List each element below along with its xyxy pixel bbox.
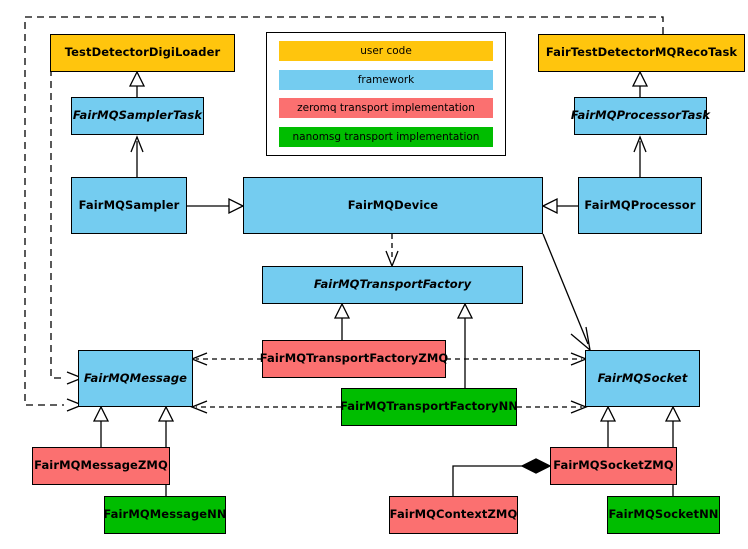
- edge-device-to-transportfactory: [385, 234, 399, 268]
- node-fair-mq-device[interactable]: FairMQDevice: [243, 177, 543, 234]
- node-label: TestDetectorDigiLoader: [64, 45, 221, 60]
- node-label: FairMQProcessorTask: [570, 108, 711, 123]
- node-label: FairMQTransportFactory: [313, 277, 472, 292]
- edge-processortask-to-recotask: [631, 70, 649, 97]
- node-label: FairMQSocketZMQ: [553, 458, 674, 473]
- node-label: FairMQMessageNN: [103, 507, 227, 522]
- node-fair-mq-sampler-task[interactable]: FairMQSamplerTask: [71, 97, 204, 135]
- edge-transportfactoryzmq-to-socket: [446, 352, 588, 366]
- node-fair-mq-processor-task[interactable]: FairMQProcessorTask: [570, 97, 711, 135]
- node-fair-mq-message[interactable]: FairMQMessage: [78, 350, 193, 407]
- node-fair-mq-message-nn[interactable]: FairMQMessageNN: [103, 496, 227, 534]
- edge-transportfactoryzmq-to-transportfactory: [333, 302, 351, 340]
- legend-label: nanomsg transport implementation: [292, 130, 480, 143]
- legend-label: framework: [357, 73, 415, 86]
- legend-label: user code: [360, 45, 412, 57]
- node-fair-mq-transport-factory-zmq[interactable]: FairMQTransportFactoryZMQ: [259, 340, 449, 378]
- edge-messagezmq-to-message: [92, 405, 110, 447]
- node-fair-mq-processor[interactable]: FairMQProcessor: [578, 177, 702, 234]
- legend-label: zeromq transport implementation: [297, 102, 475, 115]
- node-label: FairMQDevice: [347, 197, 439, 212]
- node-label: FairMQTransportFactoryZMQ: [259, 351, 449, 366]
- node-label: FairMQSocket: [597, 370, 688, 385]
- edge-sampler-to-device: [187, 197, 245, 215]
- node-fair-mq-context-zmq[interactable]: FairMQContextZMQ: [389, 496, 518, 534]
- node-label: FairMQSamplerTask: [72, 108, 203, 123]
- edge-processor-to-processortask: [633, 135, 647, 177]
- node-fair-mq-socket[interactable]: FairMQSocket: [585, 350, 700, 407]
- node-test-detector-digi-loader[interactable]: TestDetectorDigiLoader: [50, 34, 235, 72]
- legend-item-nanomsg: nanomsg transport implementation: [279, 126, 493, 147]
- node-label: FairMQMessage: [83, 370, 188, 385]
- node-fair-mq-socket-zmq[interactable]: FairMQSocketZMQ: [550, 447, 677, 485]
- node-fair-mq-socket-nn[interactable]: FairMQSocketNN: [607, 496, 720, 534]
- edge-transportfactorynn-to-transportfactory: [456, 302, 474, 388]
- legend-item-framework: framework: [279, 69, 493, 90]
- edge-contextzmq-to-socketzmq: [452, 458, 552, 496]
- node-label: FairMQSocketNN: [608, 507, 719, 522]
- node-label: FairMQProcessor: [584, 197, 696, 212]
- edge-device-to-socket: [542, 233, 591, 352]
- legend-item-user-code: user code: [279, 41, 493, 61]
- node-label: FairMQSampler: [78, 197, 180, 212]
- edge-transportfactorynn-to-message: [190, 400, 341, 414]
- edge-transportfactorynn-to-socket: [517, 400, 588, 414]
- node-fair-mq-transport-factory-nn[interactable]: FairMQTransportFactoryNN: [339, 388, 519, 426]
- node-label: FairMQContextZMQ: [389, 507, 518, 522]
- legend-item-zeromq: zeromq transport implementation: [279, 98, 493, 119]
- edge-sampler-to-samplertask: [130, 135, 144, 177]
- node-fair-mq-message-zmq[interactable]: FairMQMessageZMQ: [32, 447, 170, 485]
- edge-samplertask-to-digiloader: [128, 70, 146, 97]
- node-label: FairTestDetectorMQRecoTask: [545, 45, 738, 60]
- node-label: FairMQMessageZMQ: [34, 458, 168, 473]
- node-label: FairMQTransportFactoryNN: [339, 399, 519, 414]
- edge-socketzmq-to-socket: [599, 405, 617, 447]
- node-fair-mq-sampler[interactable]: FairMQSampler: [71, 177, 187, 234]
- legend: user code framework zeromq transport imp…: [266, 32, 506, 156]
- node-fair-mq-transport-factory[interactable]: FairMQTransportFactory: [262, 266, 523, 304]
- edge-transportfactoryzmq-to-message: [190, 352, 262, 366]
- edge-processor-to-device: [541, 197, 578, 215]
- node-fair-test-detector-mq-reco-task[interactable]: FairTestDetectorMQRecoTask: [538, 34, 745, 72]
